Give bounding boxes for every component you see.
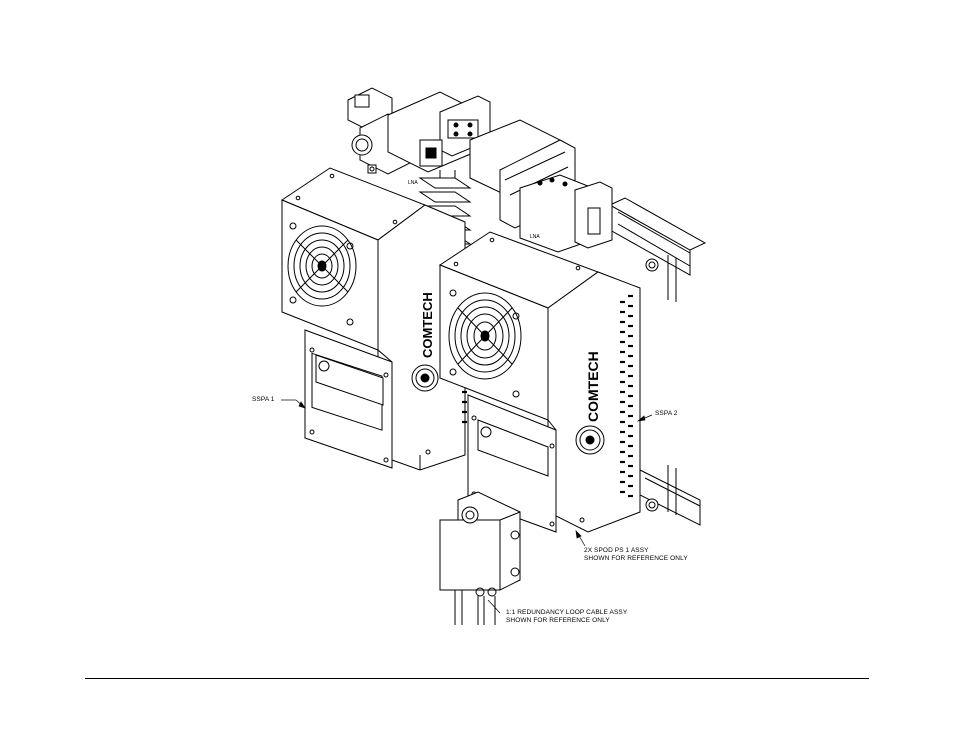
sspa-2-label: SSPA 2 xyxy=(655,410,678,417)
leader-lines xyxy=(281,399,653,614)
loop-cable-callout-line-1: 1:1 REDUNDANCY LOOP CABLE ASSY xyxy=(506,609,628,616)
sspa-1-unit: COMTECH xyxy=(280,167,466,471)
svg-text:LNA: LNA xyxy=(530,234,540,240)
sspa-2-logo: COMTECH xyxy=(575,351,605,455)
loop-cable-box xyxy=(439,491,521,625)
sspa-1-fan-grille xyxy=(287,222,357,326)
spod-ps-callout-line-2: SHOWN FOR REFERENCE ONLY xyxy=(584,554,688,562)
sspa-1-label: SSPA 1 xyxy=(252,396,275,403)
loop-cable-callout: 1:1 REDUNDANCY LOOP CABLE ASSY SHOWN FOR… xyxy=(506,609,627,624)
page-footer-rule xyxy=(85,678,869,679)
sspa-2-vent-slots xyxy=(462,294,633,498)
spod-ps-callout: 2X SPOD PS 1 ASSY SHOWN FOR REFERENCE ON… xyxy=(584,547,688,562)
sspa-2-unit: COMTECH xyxy=(438,231,641,533)
mounting-rail xyxy=(608,197,707,526)
waveguide-switch-assembly: LNA LNA xyxy=(347,87,613,253)
sspa-2-fan-grille xyxy=(448,289,522,398)
spod-ps-callout-line-1: 2X SPOD PS 1 ASSY xyxy=(584,547,649,554)
svg-text:LNA: LNA xyxy=(408,180,418,186)
sspa-1-logo: COMTECH xyxy=(411,292,439,392)
loop-cable-callout-line-2: SHOWN FOR REFERENCE ONLY xyxy=(506,616,610,624)
sspa-1-logo-text: COMTECH xyxy=(420,292,435,358)
sspa-2-logo-text: COMTECH xyxy=(585,351,601,422)
